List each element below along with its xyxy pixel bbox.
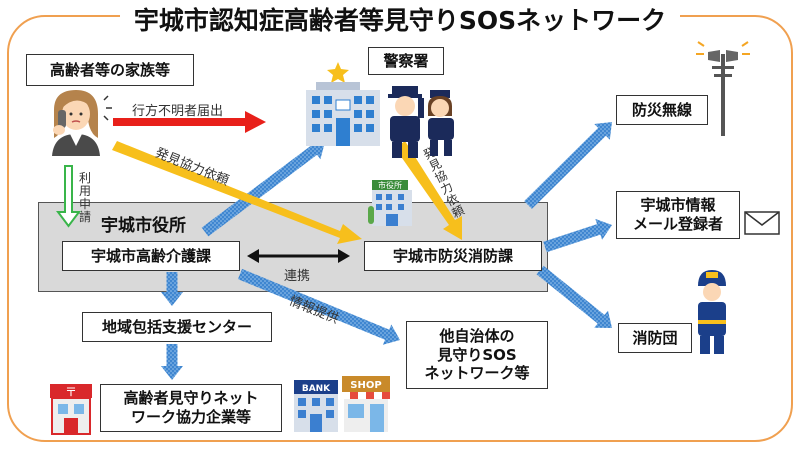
woman-on-phone-icon [52, 90, 112, 156]
red-arrow [113, 111, 266, 133]
diagram-title-wrap: 宇城市認知症高齢者等見守りSOSネットワーク [0, 1, 800, 37]
yellow-arrow-family-to-bosai [112, 141, 362, 244]
bousai-musen-box: 防災無線 [616, 95, 708, 125]
green-arrow [56, 165, 81, 228]
yukue-label: 行方不明者届出 [132, 104, 224, 119]
city-hall-sign: 市役所 [378, 180, 402, 190]
chiiki-label: 地域包括支援センター [101, 317, 252, 336]
diagram-title: 宇城市認知症高齢者等見守りSOSネットワーク [119, 6, 681, 35]
shobodan-box: 消防団 [618, 323, 692, 353]
kigyo-label: 高齢者見守りネット ワーク協力企業等 [123, 389, 259, 426]
mail-label: 宇城市情報 メール登録者 [632, 196, 723, 233]
post-office-sign: 〒 [65, 385, 77, 399]
bosai-shobo-label: 宇城市防災消防課 [392, 246, 513, 265]
bousai-musen-label: 防災無線 [631, 100, 692, 119]
blue-arrow-bosai-to-shobodan [536, 265, 612, 328]
firefighter-icon [698, 270, 726, 354]
koreikaigo-box: 宇城市高齢介護課 [62, 241, 240, 271]
police-station-icon [306, 62, 380, 146]
envelope-icon [744, 211, 780, 235]
family-label: 高齢者等の家族等 [49, 60, 170, 79]
blue-arrow-bosai-to-mail [543, 218, 612, 253]
tajichitai-label: 他自治体の 見守りSOS ネットワーク等 [424, 326, 530, 383]
blue-arrow-chiiki-to-kigyo [161, 344, 183, 380]
riyou-label: 利用申請 [78, 171, 91, 224]
bank-icon: BANK [294, 380, 338, 432]
renkei-label: 連携 [284, 269, 311, 284]
city-office-label: 宇城市役所 [101, 216, 186, 236]
post-office-icon: 〒 [50, 384, 92, 435]
tajichitai-box: 他自治体の 見守りSOS ネットワーク等 [406, 321, 548, 389]
family-box: 高齢者等の家族等 [26, 54, 194, 86]
chiiki-box: 地域包括支援センター [82, 312, 272, 342]
yellow-arrow-police-to-bosai [395, 141, 462, 240]
police-label: 警察署 [383, 51, 429, 70]
shop-sign: SHOP [350, 380, 381, 391]
mail-box: 宇城市情報 メール登録者 [616, 191, 740, 239]
city-hall-icon: 市役所 [368, 180, 412, 226]
bosai-shobo-box: 宇城市防災消防課 [364, 241, 542, 271]
kigyo-box: 高齢者見守りネット ワーク協力企業等 [100, 384, 282, 432]
shop-icon: SHOP [342, 376, 390, 432]
blue-arrow-bosai-to-musen [524, 122, 612, 209]
loudspeaker-tower-icon [696, 41, 750, 136]
shobodan-label: 消防団 [632, 328, 678, 347]
police-officers-icon [388, 86, 454, 158]
blue-arrow-koreikaigo-to-tajichitai [237, 268, 400, 345]
blue-arrow-koreikaigo-to-chiiki [161, 272, 183, 306]
black-double-arrow [247, 249, 350, 263]
blue-arrow-city-to-police [201, 141, 325, 237]
bank-sign: BANK [302, 384, 331, 394]
koreikaigo-label: 宇城市高齢介護課 [90, 246, 211, 265]
police-box: 警察署 [368, 47, 444, 75]
